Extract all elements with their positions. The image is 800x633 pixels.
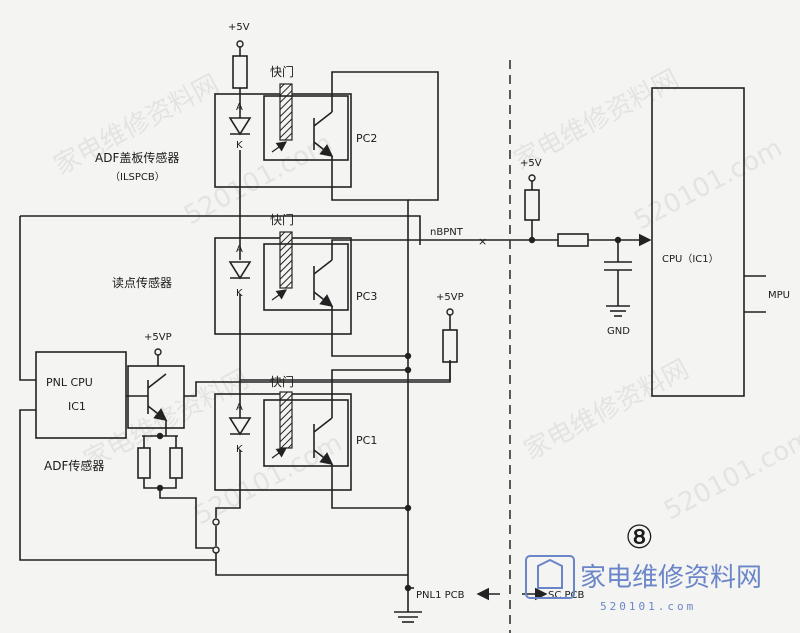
sc-pcb-label: SC PCB [548, 590, 585, 601]
watermark-text: 520101.com [659, 423, 800, 526]
brand-text: 家电维修资料网 [580, 563, 762, 593]
shutter-label: 快门 [270, 212, 294, 227]
resistor [232, 55, 248, 89]
resistor [524, 189, 540, 221]
shutter-label: 快门 [270, 64, 294, 79]
supply-label-5vp-left: +5VP [144, 332, 172, 343]
supply-label-5vp-right: +5VP [436, 292, 464, 303]
top-supply: +5V [228, 22, 250, 110]
supply-terminal [154, 348, 162, 356]
sensor-element [137, 447, 151, 479]
brand-stamp: 家电维修资料网 520101.com [525, 555, 762, 613]
pc2-label: PC2 [356, 132, 377, 145]
cpu-label: CPU（IC1） [662, 253, 719, 265]
nbpnt-signal: nBPNT × [420, 227, 652, 248]
nbpnt-label: nBPNT [430, 227, 464, 238]
watermark-text: 520101.com [189, 428, 347, 531]
panel-cpu-label: PNL CPU [46, 376, 93, 389]
panel-cpu-outline [35, 351, 127, 439]
gnd-label: GND [607, 326, 630, 337]
adf-sensor: +5VP ADF传感器 [44, 332, 451, 492]
led-diode [228, 417, 252, 436]
ilspcb-label: （ILSPCB） [110, 171, 165, 183]
sensor-pc2: A K 快门 PC2 ADF盖板传感器 （ILSPCB） [95, 64, 377, 188]
pnl1-pcb-label: PNL1 PCB [416, 590, 465, 601]
cpu-outline [651, 87, 745, 397]
resistor [557, 233, 589, 247]
shutter-slot [279, 231, 293, 289]
panel-cpu-ic-label: IC1 [68, 400, 86, 413]
sensor-element [169, 447, 183, 479]
right-5vp-supply: +5VP [436, 292, 464, 363]
pc3-label: PC3 [356, 290, 377, 303]
supply-label-5v-right: +5V [520, 158, 542, 169]
brand-url: 520101.com [600, 600, 696, 613]
shutter-slot [279, 83, 293, 141]
adf-sensor-label: ADF传感器 [44, 458, 104, 473]
filter-capacitor: GND [604, 240, 632, 337]
supply-terminal [446, 308, 454, 316]
figure-number: ⑧ [625, 518, 654, 556]
watermark-layer: 家电维修资料网 520101.com 家电维修资料网 520101.com 家电… [49, 64, 800, 531]
adf-transistor-box [127, 365, 185, 429]
cathode-label: K [236, 140, 243, 151]
supply-terminal [236, 40, 244, 48]
cathode-label: K [236, 288, 243, 299]
cathode-label: K [236, 444, 243, 455]
connector-pin [212, 546, 220, 554]
mpu-label: MPU [768, 290, 790, 301]
supply-terminal [528, 174, 536, 182]
led-diode [228, 117, 252, 136]
led-diode [228, 261, 252, 280]
board-ground: PNL1 PCB SC PCB [394, 575, 585, 623]
cut-mark: × [478, 235, 487, 248]
brand-logo-icon [525, 555, 575, 599]
sensor-pc3: A K 快门 PC3 读点传感器 [112, 212, 377, 335]
shutter-label: 快门 [270, 374, 294, 389]
right-supply: +5V [520, 158, 542, 240]
supply-label-5v: +5V [228, 22, 250, 33]
adf-cover-sensor-label: ADF盖板传感器 [95, 150, 179, 165]
pc1-label: PC1 [356, 434, 377, 447]
read-point-sensor-label: 读点传感器 [112, 275, 172, 290]
watermark-text: 家电维修资料网 [519, 354, 694, 466]
panel-cpu-block: PNL CPU IC1 [19, 216, 216, 561]
anode-label: A [236, 102, 243, 113]
cpu-block: CPU（IC1） MPU [651, 87, 790, 397]
resistor [442, 329, 458, 363]
connector-pin [212, 518, 220, 526]
sensor-pc1: A K 快门 PC1 [214, 374, 377, 491]
watermark-text: 520101.com [629, 133, 787, 236]
